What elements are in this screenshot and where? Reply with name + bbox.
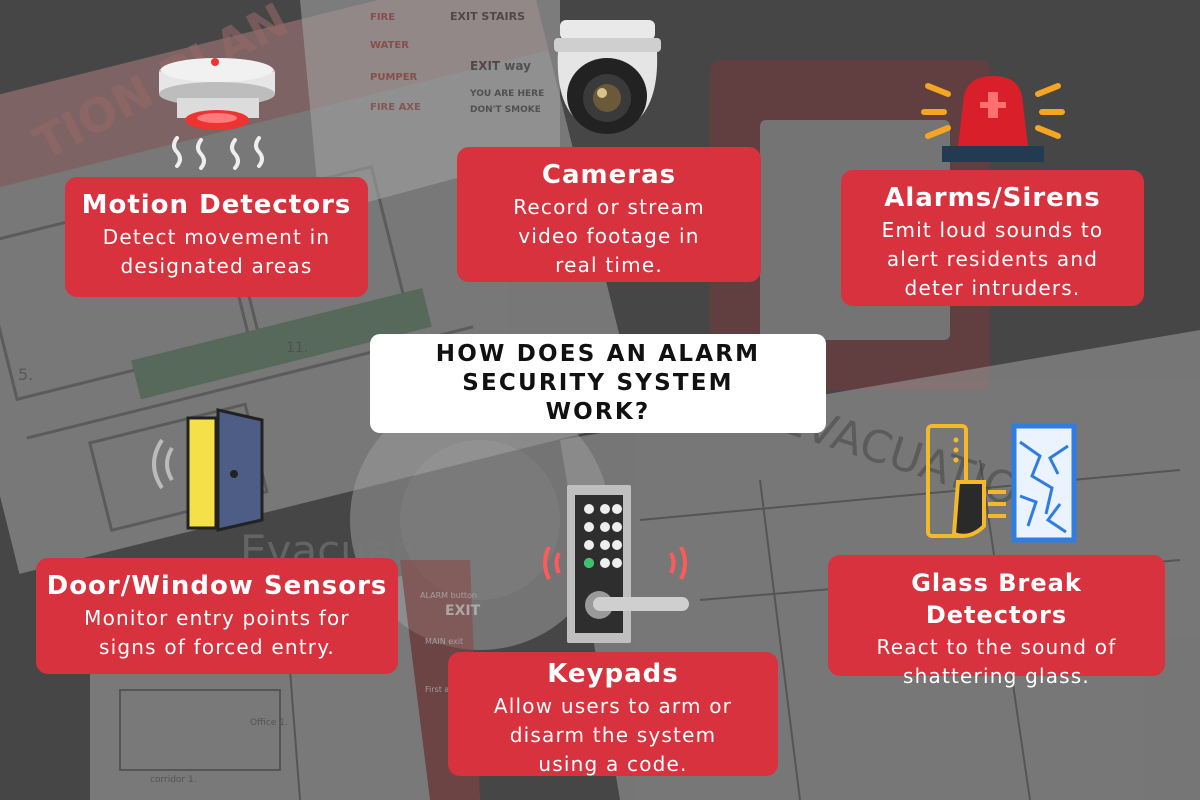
keypads-title: Keypads — [547, 659, 679, 689]
motion-detectors-title: Motion Detectors — [81, 190, 352, 220]
cameras-desc: Record or stream video footage in real t… — [513, 195, 705, 277]
alarm-siren-icon — [921, 76, 1065, 162]
bg-corridor: corridor 1. — [150, 775, 197, 785]
bg-first-aid: First aid kit — [425, 685, 469, 694]
motion-detectors-desc: Detect movement in designated areas — [102, 225, 331, 278]
keypad-lock-icon — [543, 485, 689, 643]
bg-exit-way: EXIT way — [470, 59, 531, 73]
cameras-card: Cameras Record or stream video footage i… — [457, 147, 761, 282]
bg-you-are-here: YOU ARE HERE — [469, 89, 544, 99]
main-title-box: HOW DOES AN ALARM SECURITY SYSTEM WORK? — [370, 334, 826, 433]
bg-water: WATER — [370, 40, 409, 51]
door-window-sensors-card: Door/Window Sensors Monitor entry points… — [36, 558, 398, 674]
glass-break-detectors-desc: React to the sound of shattering glass. — [876, 635, 1117, 688]
bg-room5: 5. — [18, 365, 33, 384]
bg-pumper: PUMPER — [370, 72, 418, 83]
keypads-card: Keypads Allow users to arm or disarm the… — [448, 652, 778, 776]
bg-fire: FIRE — [370, 12, 395, 23]
cameras-title: Cameras — [541, 160, 677, 190]
bg-exit-stairs: EXIT STAIRS — [450, 10, 525, 23]
bg-room11: 11. — [286, 340, 308, 356]
smoke-detector-icon — [159, 58, 275, 170]
glass-break-detectors-title: Glass Break Detectors — [911, 569, 1082, 629]
bg-office: Office 1. — [250, 718, 288, 728]
door-sensor-icon — [152, 408, 264, 532]
motion-detectors-card: Motion Detectors Detect movement in desi… — [65, 177, 368, 297]
alarms-sirens-desc: Emit loud sounds to alert residents and … — [881, 218, 1104, 300]
glass-break-detector-icon — [926, 423, 1077, 543]
alarms-sirens-card: Alarms/Sirens Emit loud sounds to alert … — [841, 170, 1144, 306]
security-camera-icon — [554, 20, 661, 134]
alarms-sirens-title: Alarms/Sirens — [884, 183, 1101, 213]
glass-break-detectors-card: Glass Break Detectors React to the sound… — [828, 555, 1165, 688]
bg-exit: EXIT — [445, 603, 481, 619]
bg-main-exit: MAIN exit — [425, 637, 463, 646]
door-window-sensors-title: Door/Window Sensors — [46, 571, 388, 601]
bg-alarm-button: ALARM button — [420, 591, 477, 600]
bg-fire-axe: FIRE AXE — [370, 102, 421, 113]
main-title: HOW DOES AN ALARM SECURITY SYSTEM WORK? — [435, 341, 761, 425]
keypads-desc: Allow users to arm or disarm the system … — [493, 694, 733, 776]
bg-dont-smoke: DON'T SMOKE — [470, 105, 541, 115]
door-window-sensors-desc: Monitor entry points for signs of forced… — [84, 606, 350, 659]
